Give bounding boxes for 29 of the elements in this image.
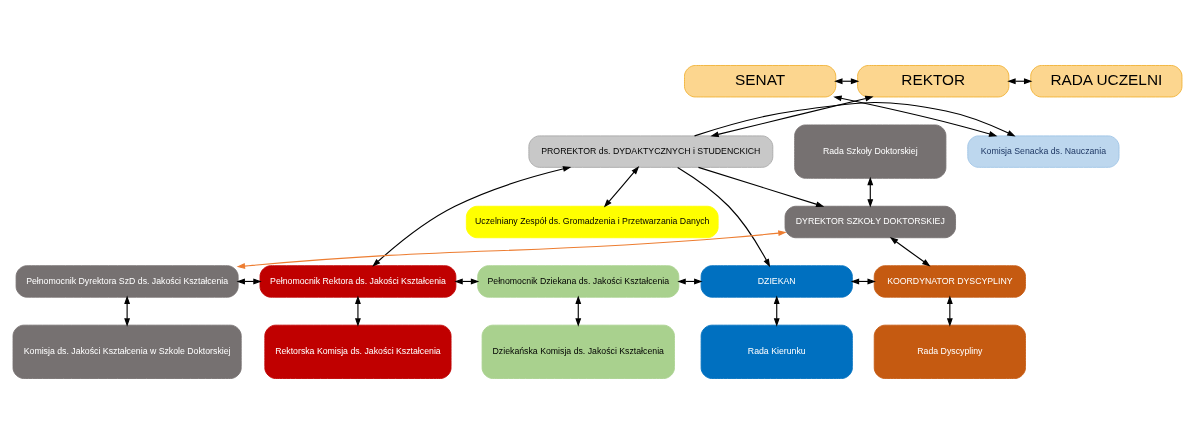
node-box: SENAT bbox=[684, 64, 837, 97]
node-box: RADA UCZELNI bbox=[1030, 64, 1183, 97]
node-box: Rektorska Komisja ds. Jakości Kształcenia bbox=[264, 324, 452, 379]
node-box: Komisja ds. Jakości Kształcenia w Szkole Doktorskiej bbox=[12, 324, 242, 379]
node-box: Rada Dyscypliny bbox=[873, 324, 1026, 379]
node-box: DZIEKAN bbox=[700, 264, 853, 298]
node-box: Rada Szkoły Doktorskiej bbox=[794, 124, 947, 179]
arrow bbox=[603, 165, 640, 208]
node-box: PROREKTOR ds. DYDAKTYCZNYCH i STUDENCKICH bbox=[528, 134, 774, 168]
node-box: REKTOR bbox=[857, 64, 1010, 97]
arrow bbox=[236, 229, 787, 269]
arrow bbox=[124, 295, 131, 327]
node-box: Pełnomocnik Dyrektora SzD ds. Jakości Kształcenia bbox=[15, 264, 239, 298]
arrow bbox=[697, 166, 825, 207]
arrow bbox=[677, 166, 771, 267]
node-box: Komisja Senacka ds. Nauczania bbox=[967, 134, 1120, 168]
node-box: Uczelniany Zespół ds. Gromadzenia i Przetwarzania Danych bbox=[465, 205, 719, 238]
arrow bbox=[833, 95, 998, 137]
node-box: Pełnomocnik Dziekana ds. Jakości Kształcenia bbox=[477, 264, 680, 298]
arrow bbox=[710, 95, 874, 137]
arrow bbox=[355, 295, 361, 327]
node-box: Dziekańska Komisja ds. Jakości Kształcenia bbox=[481, 324, 675, 379]
node-box: Pełnomocnik Rektora ds. Jakości Kształcenia bbox=[259, 264, 457, 298]
node-box: DYREKTOR SZKOŁY DOKTORSKIEJ bbox=[784, 205, 956, 238]
node-box: Rada Kierunku bbox=[700, 324, 853, 379]
arrow bbox=[372, 165, 572, 267]
node-box: KOORDYNATOR DYSCYPLINY bbox=[873, 264, 1026, 298]
arrow bbox=[889, 236, 931, 267]
arrow bbox=[693, 101, 1016, 137]
